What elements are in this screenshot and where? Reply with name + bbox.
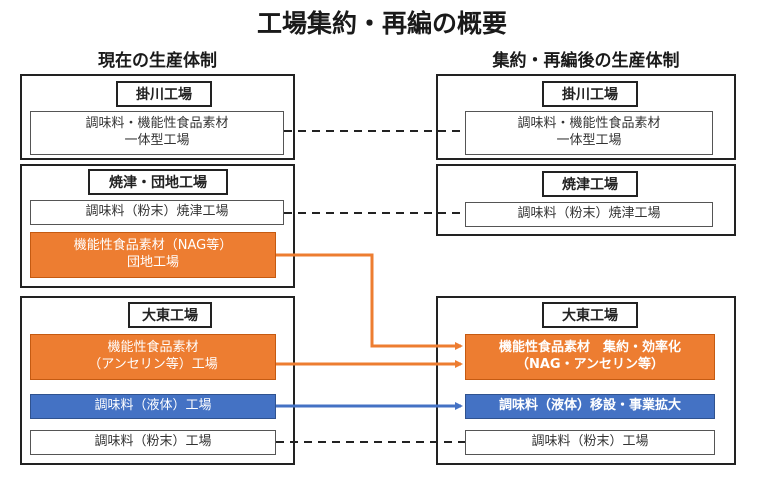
- current-daito-powder-plant: 調味料（粉末）工場: [30, 430, 276, 455]
- current-danchi-nag-plant: 機能性食品素材（NAG等） 団地工場: [30, 232, 276, 278]
- after-kakegawa-line-2: 一体型工場: [556, 133, 622, 148]
- current-kakegawa-integrated-plant: 調味料・機能性食品素材 一体型工場: [30, 111, 284, 155]
- after-daito-liquid-expansion: 調味料（液体）移設・事業拡大: [465, 394, 715, 419]
- after-header: 集約・再編後の生産体制: [492, 51, 680, 71]
- current-daito-label: 大東工場: [128, 302, 212, 328]
- current-kakegawa-line-1: 調味料・機能性食品素材: [85, 116, 229, 132]
- danchi-to-daito-arrow: [276, 253, 463, 350]
- current-danchi-line-1: 機能性食品素材（NAG等）: [73, 238, 233, 254]
- current-header: 現在の生産体制: [98, 51, 217, 71]
- after-daito-functional-line-1: 機能性食品素材 集約・効率化: [498, 340, 681, 356]
- current-daito-functional-plant: 機能性食品素材 （アンセリン等）工場: [30, 334, 276, 380]
- current-daito-functional-line-2: （アンセリン等）工場: [88, 357, 218, 372]
- current-danchi-line-2: 団地工場: [126, 255, 179, 270]
- after-kakegawa-label: 掛川工場: [542, 81, 638, 107]
- current-kakegawa-line-2: 一体型工場: [124, 133, 190, 148]
- after-daito-powder-plant: 調味料（粉末）工場: [465, 430, 715, 455]
- after-yaizu-label: 焼津工場: [542, 171, 638, 197]
- after-yaizu-powder-plant: 調味料（粉末）焼津工場: [465, 202, 713, 227]
- after-daito-functional-consolidated: 機能性食品素材 集約・効率化 （NAG・アンセリン等）: [465, 334, 715, 380]
- current-daito-liquid-plant: 調味料（液体）工場: [30, 394, 276, 419]
- current-yaizu-label: 焼津・団地工場: [88, 169, 228, 195]
- after-kakegawa-integrated-plant: 調味料・機能性食品素材 一体型工場: [465, 111, 713, 155]
- current-daito-functional-line-1: 機能性食品素材: [107, 340, 199, 356]
- after-daito-label: 大東工場: [542, 302, 638, 328]
- diagram-title: 工場集約・再編の概要: [256, 9, 507, 38]
- after-kakegawa-line-1: 調味料・機能性食品素材: [517, 116, 661, 132]
- current-kakegawa-label: 掛川工場: [116, 81, 212, 107]
- current-yaizu-powder-plant: 調味料（粉末）焼津工場: [30, 200, 284, 225]
- after-daito-functional-line-2: （NAG・アンセリン等）: [515, 357, 665, 372]
